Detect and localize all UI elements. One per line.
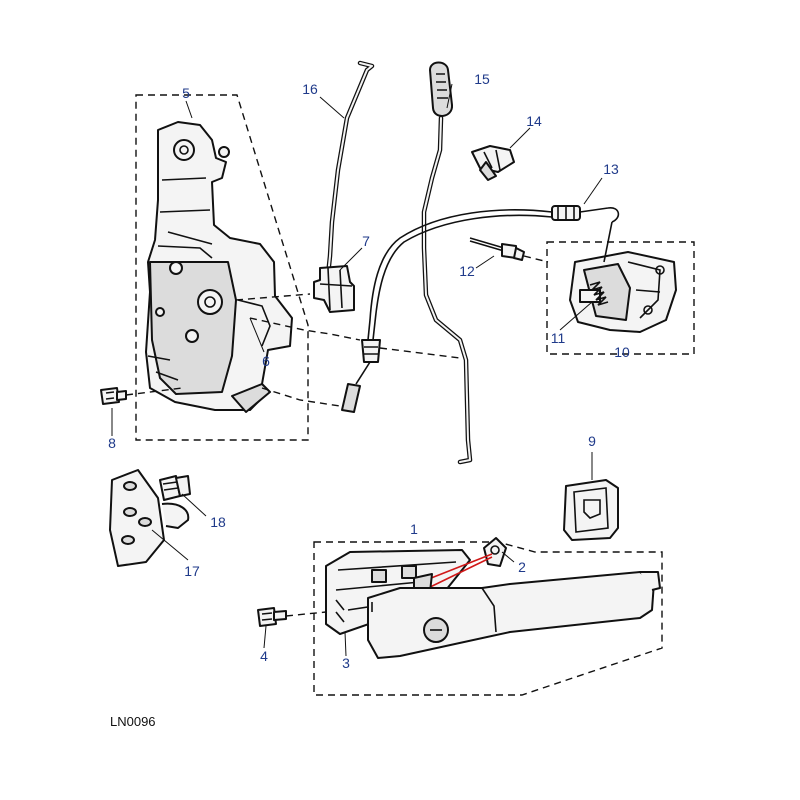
rivet (469, 237, 525, 261)
leader-lines (111, 83, 603, 657)
lock-lever (413, 537, 507, 595)
screw-8 (100, 387, 127, 405)
callout-11: 11 (551, 330, 566, 346)
callout-4: 4 (260, 648, 268, 664)
callout-9: 9 (588, 433, 596, 449)
release-cable (341, 205, 620, 413)
callout-12: 12 (459, 263, 475, 279)
callout-1: 1 (410, 521, 418, 537)
callout-14: 14 (526, 113, 542, 129)
screw-4 (257, 607, 287, 627)
rod-clip (313, 265, 355, 313)
callout-5: 5 (182, 85, 190, 101)
callout-labels: 1 2 3 4 5 6 7 8 9 10 11 12 13 14 15 16 1… (108, 71, 630, 671)
door-lock-latch (145, 121, 293, 413)
callout-16: 16 (302, 81, 318, 97)
handle-grommet (563, 479, 619, 541)
callout-8: 8 (108, 435, 116, 451)
callout-13: 13 (603, 161, 619, 177)
callout-7: 7 (362, 233, 370, 249)
release-mechanism (569, 221, 677, 333)
callout-10: 10 (614, 344, 630, 360)
retainer-clip (471, 145, 515, 181)
striker-bolt (159, 475, 191, 501)
striker-plate (109, 469, 190, 567)
callout-18: 18 (210, 514, 226, 530)
group-box-release-mechanism (546, 241, 695, 355)
callout-2: 2 (518, 559, 526, 575)
callout-15: 15 (474, 71, 490, 87)
group-box-lock-assembly (135, 94, 309, 441)
exterior-door-handle (367, 571, 661, 659)
callout-17: 17 (184, 563, 200, 579)
release-rod (421, 61, 473, 465)
release-spring (589, 281, 609, 306)
callout-3: 3 (342, 655, 350, 671)
figure-reference-code: LN0096 (110, 714, 156, 729)
callout-6: 6 (262, 353, 270, 369)
group-box-handle-assembly (313, 541, 663, 696)
lock-rod (325, 60, 375, 278)
